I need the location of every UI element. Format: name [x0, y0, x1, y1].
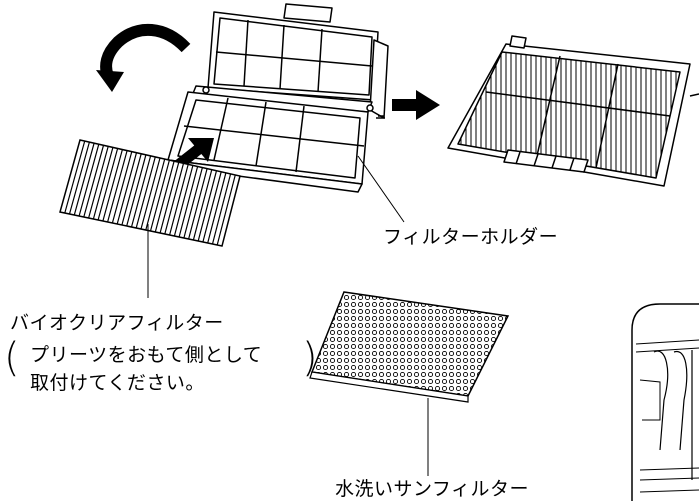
pleat-line [173, 165, 194, 237]
pleat-line [149, 159, 170, 232]
pleat-line [183, 167, 203, 239]
pleat-line [107, 150, 128, 223]
bio-clear-filter-note-line-1: プリーツをおもて側として [30, 344, 263, 366]
inset-detail-illustration [631, 303, 699, 501]
pleat-line [202, 171, 222, 243]
pleat-line [140, 157, 161, 230]
note-close-paren: ) [302, 335, 318, 381]
pleat-line [188, 168, 208, 240]
pleat-line [164, 163, 185, 235]
pleat-line [178, 166, 199, 238]
filter-holder-illustration [163, 3, 389, 193]
pleat-line [73, 143, 95, 216]
pleat-line [192, 169, 213, 241]
pleat-line [211, 173, 232, 245]
right-arrow-icon [392, 90, 440, 120]
bio-clear-filter-label: バイオクリアフィルター [10, 312, 224, 334]
note-open-paren: ( [4, 335, 20, 381]
filter-holder-label: フィルターホルダー [383, 226, 559, 248]
curved-arrow-icon [96, 24, 191, 92]
pleat-line [83, 145, 105, 218]
bio-clear-filter-note: プリーツをおもて側として 取付けてください。 [30, 341, 262, 397]
pleat-line [97, 148, 119, 221]
pleat-line [116, 152, 138, 225]
pleat-line [64, 140, 86, 214]
pleat-line [169, 164, 189, 236]
assembled-filter-holder-illustration [447, 35, 699, 187]
pleat-line [88, 146, 109, 219]
pleat-line [197, 170, 218, 242]
water-wash-filter-label: 水洗いサンフィルター [335, 478, 530, 500]
pleat-line [92, 147, 114, 220]
filter-holder-leader-line [357, 155, 405, 223]
bio-clear-filter-note-line-2: 取付けてください。 [30, 372, 205, 394]
pleat-line [111, 151, 133, 224]
pleat-line [145, 158, 166, 231]
pleat-line [207, 172, 227, 244]
pleat-line [130, 155, 152, 228]
pleat-line [68, 141, 90, 215]
water-wash-filter-illustration [309, 291, 510, 403]
pleat-line [78, 144, 100, 217]
pleat-line [126, 154, 147, 227]
pleat-line [159, 162, 180, 234]
pleat-line [102, 149, 123, 222]
pleat-line [216, 174, 236, 246]
bio-clear-filter-illustration [59, 139, 241, 247]
pleat-line [135, 156, 156, 229]
pleat-line [154, 161, 175, 233]
pleat-line [121, 153, 142, 226]
